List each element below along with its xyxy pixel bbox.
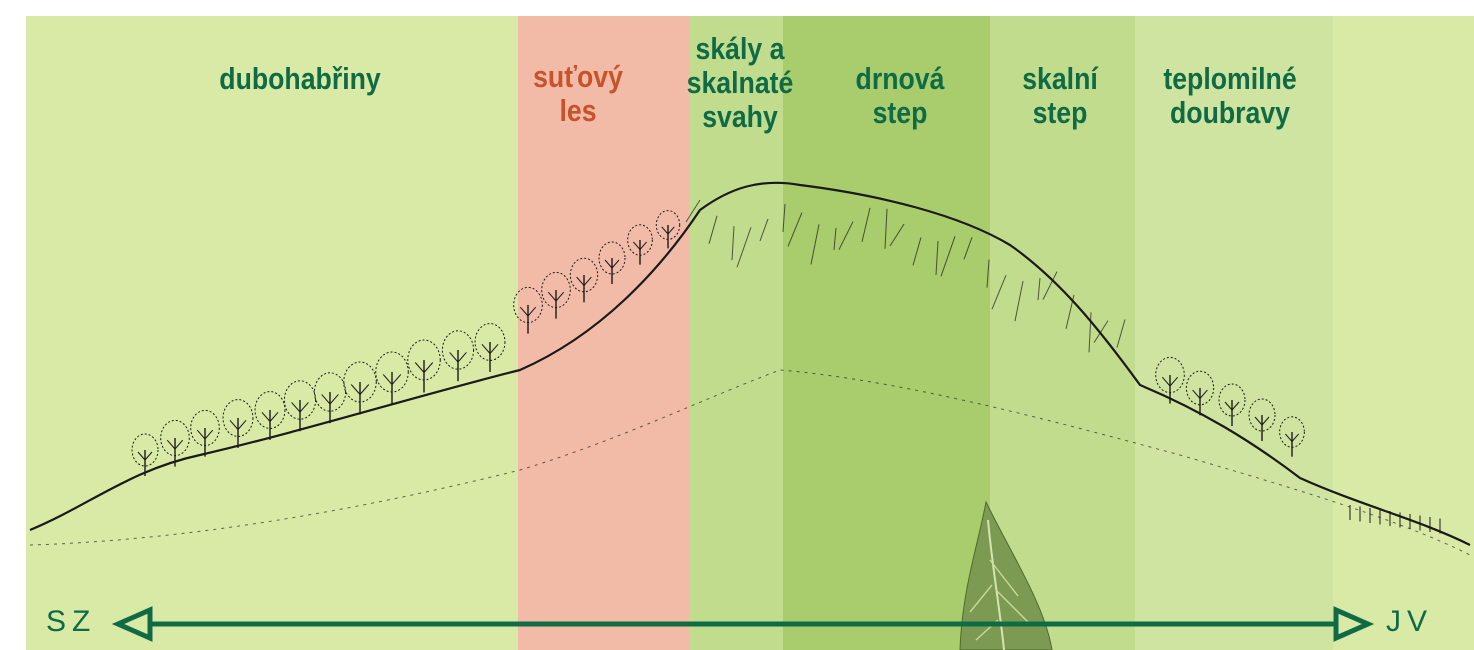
arrow-right-icon [1336,610,1368,638]
direction-label-sz: SZ [46,605,96,639]
direction-label-jv: JV [1386,605,1433,639]
arrow-left-icon [118,610,150,638]
